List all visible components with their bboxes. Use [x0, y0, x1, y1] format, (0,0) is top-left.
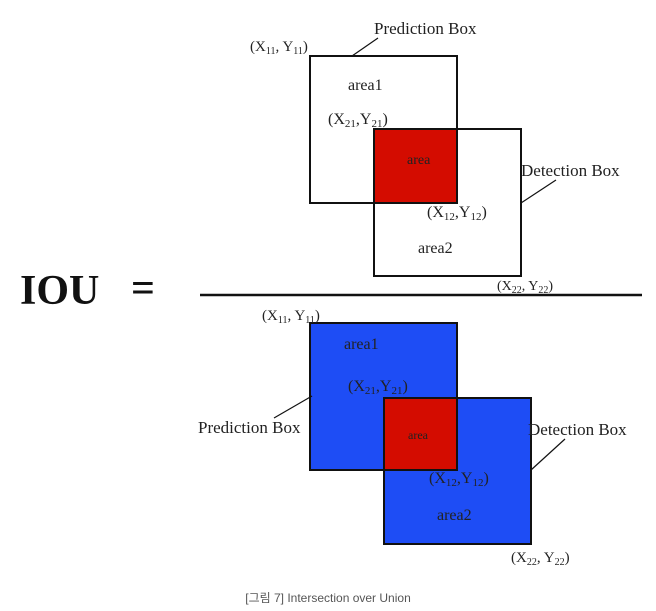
intersection-label: area	[407, 153, 431, 168]
detection-box-label: Detection Box	[528, 420, 627, 439]
intersection-area	[383, 397, 458, 471]
equals-sign: =	[131, 266, 155, 312]
inner-coord-2: (X12,Y12)	[429, 470, 489, 489]
numerator-diagram: Prediction Box Detection Box (X11, Y11) …	[250, 19, 620, 296]
inner-coord-1: (X21,Y21)	[328, 111, 388, 130]
detection-box-label: Detection Box	[521, 161, 620, 180]
area2-label: area2	[418, 240, 453, 257]
bottom-right-coord: (X22, Y22)	[497, 279, 553, 296]
bottom-right-coord: (X22, Y22)	[511, 550, 570, 568]
prediction-box-leader	[273, 395, 313, 419]
intersection-label: area	[408, 428, 429, 442]
denominator-diagram: (X11, Y11) Prediction Box Detection Box …	[198, 308, 627, 568]
prediction-box-leader	[351, 37, 379, 57]
prediction-box-label: Prediction Box	[198, 418, 301, 437]
area1-label: area1	[348, 77, 383, 94]
area1-label: area1	[344, 336, 379, 353]
detection-box-leader	[520, 179, 557, 204]
top-left-coord: (X11, Y11)	[262, 308, 320, 326]
iou-label: IOU	[20, 268, 99, 314]
top-left-coord: (X11, Y11)	[250, 39, 308, 57]
inner-coord-1: (X21,Y21)	[348, 378, 408, 397]
prediction-box-label: Prediction Box	[374, 19, 477, 38]
figure-caption: [그림 7] Intersection over Union	[245, 591, 411, 605]
area2-label: area2	[437, 507, 472, 524]
intersection-area	[373, 128, 458, 204]
inner-coord-2: (X12,Y12)	[427, 204, 487, 223]
detection-box-leader	[530, 438, 566, 471]
